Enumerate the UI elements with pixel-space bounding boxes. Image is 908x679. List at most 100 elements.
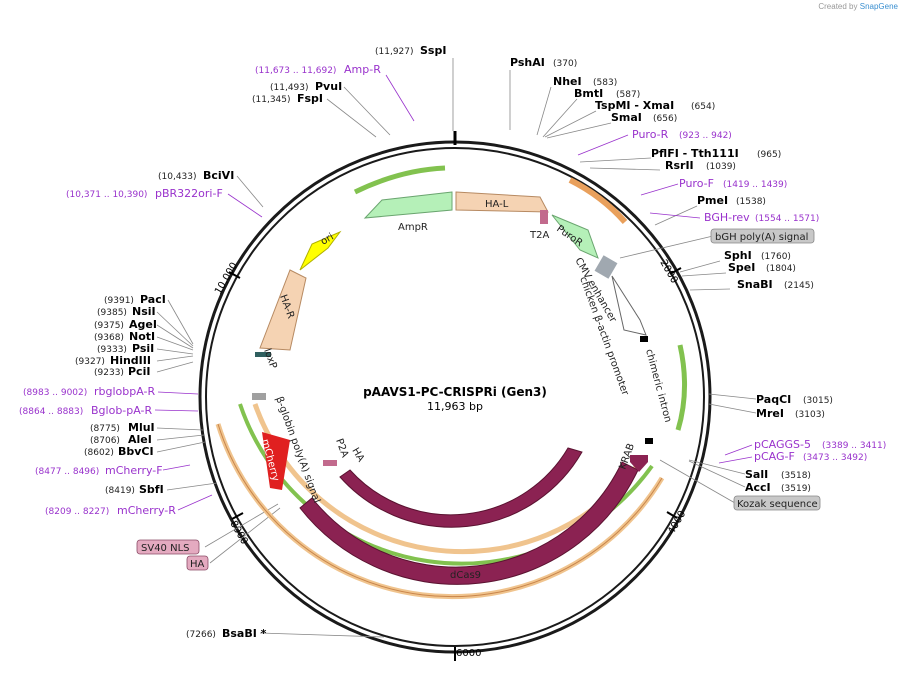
site-nsii: NsiI — [132, 305, 156, 318]
site-rsrii: RsrII — [665, 159, 694, 172]
feature-arc-right-green — [675, 344, 687, 431]
site-pos: (3015) — [803, 396, 833, 406]
site-pos: (370) — [553, 59, 577, 69]
site-spei: SpeI — [728, 261, 755, 274]
orange-track-outer-edge — [217, 423, 663, 598]
primer-labels: (11,673 .. 11,692) Amp-R Puro-R (923 .. … — [19, 63, 886, 517]
cmv-block — [594, 255, 618, 279]
site-pos: (656) — [653, 114, 677, 124]
feature-arc-top-orange — [568, 177, 628, 224]
ha-box-label: HA — [190, 559, 205, 570]
site-noti: NotI — [129, 330, 155, 343]
puror-arrow — [551, 214, 599, 259]
primer-range: (10,371 .. 10,390) — [66, 190, 147, 200]
tick-marks — [228, 131, 682, 661]
site-pos: (11,493) — [270, 83, 309, 93]
site-nhei: NheI — [553, 75, 582, 88]
primer-mcherry-f: mCherry-F — [105, 464, 163, 477]
p2a-label: P2A — [333, 437, 350, 459]
intron-block-2 — [645, 438, 653, 444]
backbone-inner-ring — [205, 147, 705, 647]
site-pos: (3518) — [781, 471, 811, 481]
primer-bgh-rev: BGH-rev — [704, 211, 750, 224]
krab-arrow — [630, 455, 648, 472]
site-pmei: PmeI — [697, 194, 728, 207]
site-pos: (8775) — [90, 424, 120, 434]
primer-bglob-pa-r: Bglob-pA-R — [91, 404, 153, 417]
cas9-label: Cas9 — [458, 532, 483, 543]
t2a-block — [540, 210, 548, 224]
site-sbfi: SbfI — [139, 483, 164, 496]
primer-pcag-f: pCAG-F — [754, 450, 795, 463]
site-hindiii: HindIII — [110, 354, 151, 367]
ha-box — [186, 555, 209, 571]
site-pos: (9333) — [97, 345, 127, 355]
primer-pcaggs-5: pCAGGS-5 — [754, 438, 811, 451]
site-pos: (11,345) — [252, 95, 291, 105]
primer-range: (8209 .. 8227) — [45, 507, 109, 517]
site-bsabi: BsaBI * — [222, 627, 267, 640]
intron-label: chimeric intron — [643, 348, 673, 424]
primer-rbglobpa-r: rbglobpA-R — [94, 385, 155, 398]
site-bmti: BmtI — [574, 87, 603, 100]
primer-puro-f: Puro-F — [679, 177, 714, 190]
primer-leaders — [154, 74, 753, 511]
primer-range: (8983 .. 9002) — [23, 388, 87, 398]
site-acci: AccI — [745, 481, 771, 494]
plasmid-title: pAAVS1-PC-CRISPRi (Gen3) — [363, 385, 547, 399]
site-agei: AgeI — [129, 318, 157, 331]
tick-label-6000: 6000 — [456, 648, 481, 659]
site-snabi: SnaBI — [737, 278, 773, 291]
primer-pbr322ori-f: pBR322ori-F — [155, 187, 223, 200]
site-pos: (3103) — [795, 410, 825, 420]
leader-lines — [156, 58, 757, 638]
sv40-nls-box — [136, 539, 200, 555]
site-pos: (583) — [593, 78, 617, 88]
sv40-nls-label: SV40 NLS — [141, 543, 190, 554]
primer-range: (1554 .. 1571) — [755, 214, 819, 224]
loxp-label: loxP — [261, 347, 278, 370]
site-pos: (11,927) — [375, 47, 414, 57]
primer-range: (1419 .. 1439) — [723, 180, 787, 190]
primer-range: (3473 .. 3492) — [803, 453, 867, 463]
credit-prefix: Created by — [818, 2, 858, 11]
restriction-sites: (11,927) SspI PshAI (370) NheI (583) Bmt… — [75, 44, 833, 640]
primer-range: (923 .. 942) — [679, 131, 732, 141]
site-pos: (9233) — [94, 368, 124, 378]
site-pos: (10,433) — [158, 172, 197, 182]
site-pos: (9327) — [75, 357, 105, 367]
intron-block — [640, 336, 648, 342]
site-alei: AleI — [128, 433, 152, 446]
site-pflfi-tth111i: PflFI - Tth111I — [651, 147, 739, 160]
site-pos: (1538) — [736, 197, 766, 207]
snapgene-logo: SnapGene — [859, 2, 898, 11]
ori-arrow — [299, 230, 342, 271]
site-tspmi-xmai: TspMI - XmaI — [595, 99, 674, 112]
site-pos: (9385) — [97, 308, 127, 318]
primer-range: (8477 .. 8496) — [35, 467, 99, 477]
site-sspi: SspI — [420, 44, 446, 57]
site-pos: (7266) — [186, 630, 216, 640]
site-pvui: PvuI — [315, 80, 342, 93]
ampr-arrow — [363, 191, 453, 219]
cba-arrow — [611, 275, 647, 336]
snapgene-credit: Created by SnapGene — [818, 2, 898, 11]
site-sphi: SphI — [724, 249, 752, 262]
site-paqci: PaqCI — [756, 393, 791, 406]
site-pos: (9368) — [94, 333, 124, 343]
bgh-polya-box — [710, 228, 815, 244]
site-pos: (9391) — [104, 296, 134, 306]
site-pos: (654) — [691, 102, 715, 112]
site-mlui: MluI — [128, 421, 155, 434]
primer-range: (11,673 .. 11,692) — [255, 66, 336, 76]
site-fspi: FspI — [297, 92, 323, 105]
site-sali: SalI — [745, 468, 768, 481]
plasmid-size: 11,963 bp — [427, 400, 483, 413]
dcas9-label: dCas9 — [450, 570, 481, 581]
kozak-label: Kozak sequence — [737, 499, 818, 510]
site-bcivi: BciVI — [203, 169, 234, 182]
kozak-box — [733, 495, 821, 511]
primer-range: (3389 .. 3411) — [822, 441, 886, 451]
site-pcii: PciI — [128, 365, 150, 378]
